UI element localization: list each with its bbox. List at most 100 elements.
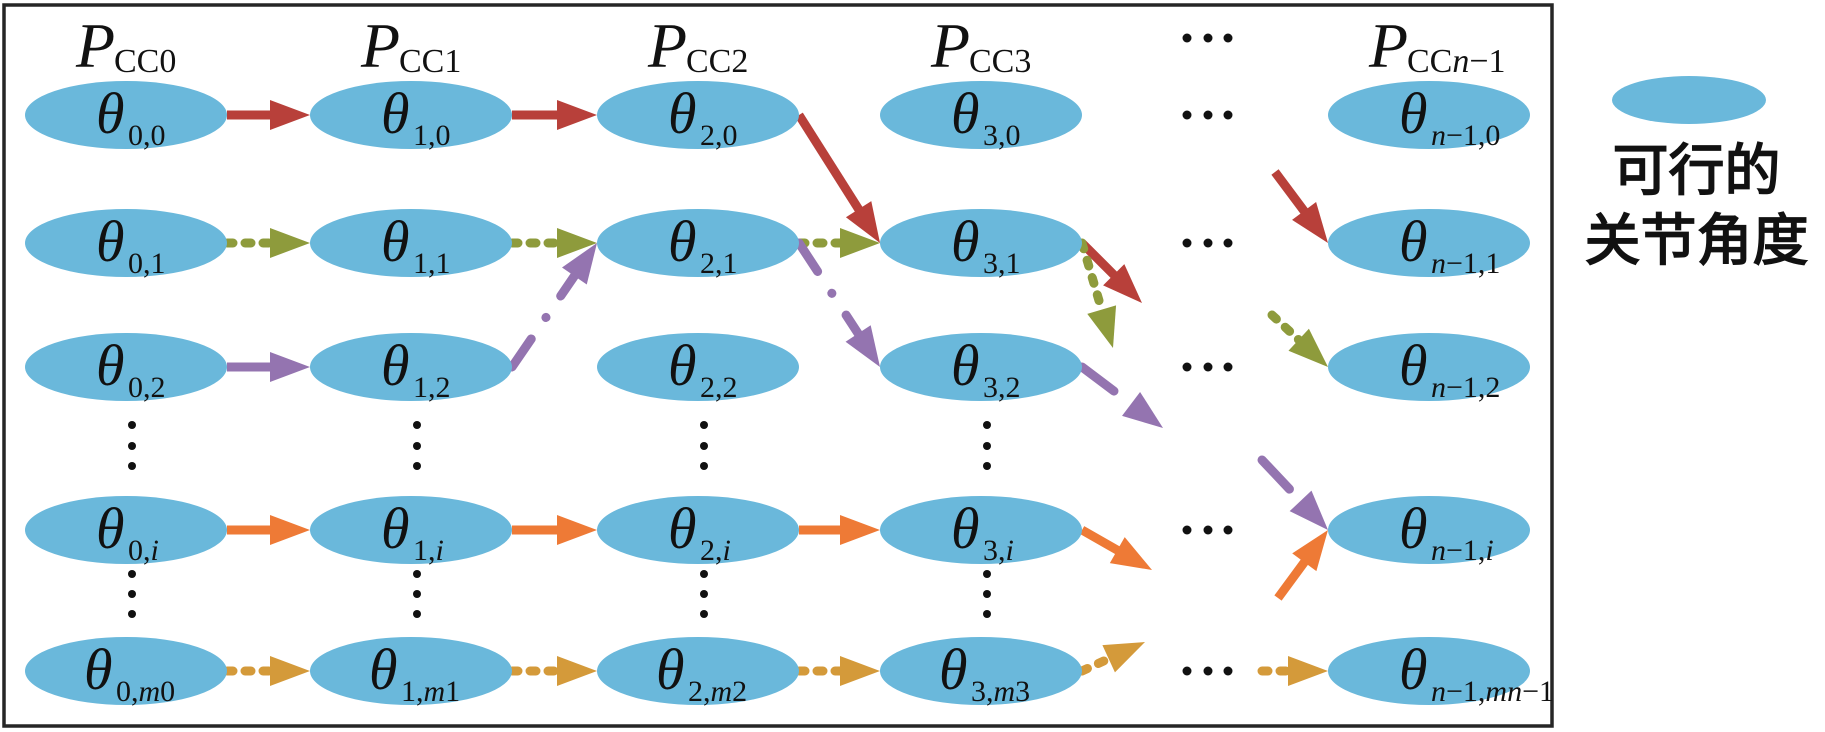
- arrow-head: [270, 352, 310, 382]
- node-subscript: n−1,2: [1431, 371, 1500, 404]
- node-subscript: 2,m2: [688, 675, 747, 708]
- row-ellipsis-dot: [1203, 362, 1213, 372]
- arrow-shaft: [1274, 557, 1310, 601]
- arrow-head: [1289, 490, 1328, 530]
- row-ellipsis-dot: [1223, 362, 1233, 372]
- node-subscript: n−1,0: [1431, 119, 1500, 152]
- node-ellipse: [880, 333, 1082, 401]
- arrow-head: [270, 100, 310, 130]
- node-ellipse: [310, 209, 512, 277]
- column-ellipsis-dot: [700, 610, 708, 618]
- edge-purple-13: [1077, 362, 1163, 428]
- column-ellipsis-dot: [700, 590, 708, 598]
- legend-label: 可行的 关节角度: [1568, 136, 1825, 276]
- node-subscript: 3,1: [983, 247, 1021, 280]
- node-symbol: θ: [1399, 81, 1428, 146]
- edge-purple-11: [507, 243, 597, 372]
- node-subscript: n−1,mn−1: [1431, 675, 1554, 708]
- header-subscript: CC1: [399, 43, 461, 80]
- node-symbol: θ: [951, 496, 980, 561]
- node-subscript: 1,1: [413, 247, 451, 280]
- header-subscript: CCn−1: [1407, 43, 1506, 80]
- column-ellipsis-dot: [128, 570, 136, 578]
- node-subscript: 3,m3: [971, 675, 1030, 708]
- arrow-shaft: [1077, 238, 1107, 317]
- node-subscript: 2,1: [700, 247, 738, 280]
- arrow-shaft: [794, 238, 864, 340]
- node-ellipse: [1328, 209, 1530, 277]
- arrow-head: [557, 228, 597, 258]
- node-symbol: θ: [1399, 496, 1428, 561]
- row-ellipsis-dot: [1203, 110, 1213, 120]
- column-ellipsis-dot: [983, 590, 991, 598]
- node-subscript: 2,i: [700, 534, 731, 567]
- header-ellipsis-dot: [1203, 33, 1213, 43]
- node-symbol: θ: [656, 637, 685, 702]
- ellipsis-dots: [128, 33, 1233, 676]
- edge-green-5: [222, 228, 310, 258]
- node-subscript: 0,2: [128, 371, 166, 404]
- arrow-head: [270, 656, 310, 686]
- row-ellipsis-dot: [1203, 238, 1213, 248]
- node-symbol: θ: [951, 81, 980, 146]
- column-ellipsis-dot: [128, 442, 136, 450]
- arrow-head: [1122, 391, 1163, 428]
- row-ellipsis-dot: [1203, 525, 1213, 535]
- edge-gold-21: [507, 656, 597, 686]
- edge-red-3: [1078, 239, 1142, 303]
- arrow-head: [1109, 537, 1152, 570]
- node-symbol: θ: [381, 209, 410, 274]
- column-ellipsis-dot: [413, 421, 421, 429]
- row-ellipsis-dot: [1203, 666, 1213, 676]
- arrow-head: [557, 515, 597, 545]
- node-subscript: 3,i: [983, 534, 1014, 567]
- arrow-shaft: [795, 112, 864, 214]
- arrow-head: [1292, 201, 1328, 243]
- node-subscript: n−1,i: [1431, 534, 1494, 567]
- column-ellipsis-dot: [128, 421, 136, 429]
- edge-purple-10: [227, 352, 310, 382]
- arrow-shaft: [1077, 362, 1138, 410]
- column-ellipsis-dot: [413, 590, 421, 598]
- edge-purple-12: [794, 238, 880, 367]
- arrow-head: [840, 656, 880, 686]
- arrow-head: [1288, 328, 1328, 367]
- edge-red-2: [795, 112, 880, 243]
- arrow-head: [1103, 264, 1142, 303]
- node-ellipse: [25, 81, 227, 149]
- node-ellipse: [310, 81, 512, 149]
- diagram-frame: [2, 3, 1554, 728]
- node-ellipse: [25, 637, 227, 705]
- legend-ellipse-icon: [1612, 76, 1766, 124]
- node-symbol: θ: [96, 496, 125, 561]
- edge-red-1: [512, 100, 597, 130]
- node-ellipse: [880, 209, 1082, 277]
- column-ellipsis-dot: [413, 610, 421, 618]
- header-symbol: P: [75, 10, 115, 81]
- edge-orange-16: [512, 515, 597, 545]
- arrow-head: [270, 515, 310, 545]
- node-subscript: 0,0: [128, 119, 166, 152]
- edge-gold-23: [1077, 642, 1145, 676]
- arrow-head: [1288, 656, 1328, 686]
- node-ellipse: [1328, 333, 1530, 401]
- row-ellipsis-dot: [1182, 525, 1192, 535]
- node-ellipse: [597, 496, 799, 564]
- edge-gold-20: [222, 656, 310, 686]
- column-ellipsis-dot: [700, 462, 708, 470]
- arrow-shaft: [1257, 455, 1307, 507]
- node-subscript: 1,i: [413, 534, 444, 567]
- arrow-head: [845, 201, 880, 243]
- arrow-shaft: [1077, 653, 1115, 676]
- header-symbol: P: [1368, 10, 1408, 81]
